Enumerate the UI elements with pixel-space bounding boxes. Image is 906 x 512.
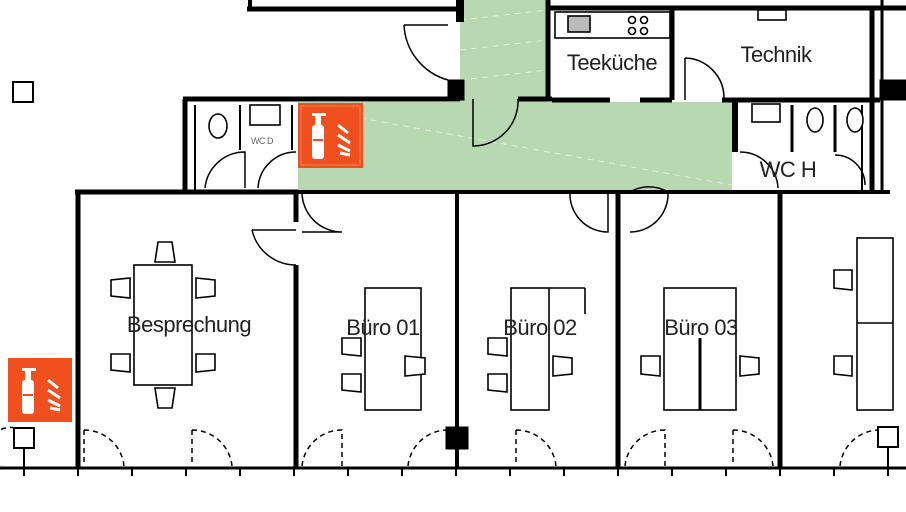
room-label-office-02: Büro 02 [503, 315, 577, 340]
room-label-technical: Technik [740, 42, 812, 67]
window-swings [0, 426, 881, 467]
room-label-wc-men: WC H [759, 157, 817, 182]
furniture [110, 9, 894, 411]
walls [0, 0, 906, 470]
room-label-wc-women: WC D [251, 136, 274, 146]
fire-extinguisher-icon [298, 103, 363, 168]
fire-extinguisher-icon [8, 358, 72, 422]
facade-ticks [23, 468, 889, 476]
room-label-meeting: Besprechung [126, 312, 252, 337]
room-label-office-03: Büro 03 [664, 315, 738, 340]
room-label-office-01: Büro 01 [346, 315, 420, 340]
doors [204, 24, 866, 266]
markers [12, 81, 899, 468]
room-label-kitchen: Teeküche [566, 50, 658, 75]
